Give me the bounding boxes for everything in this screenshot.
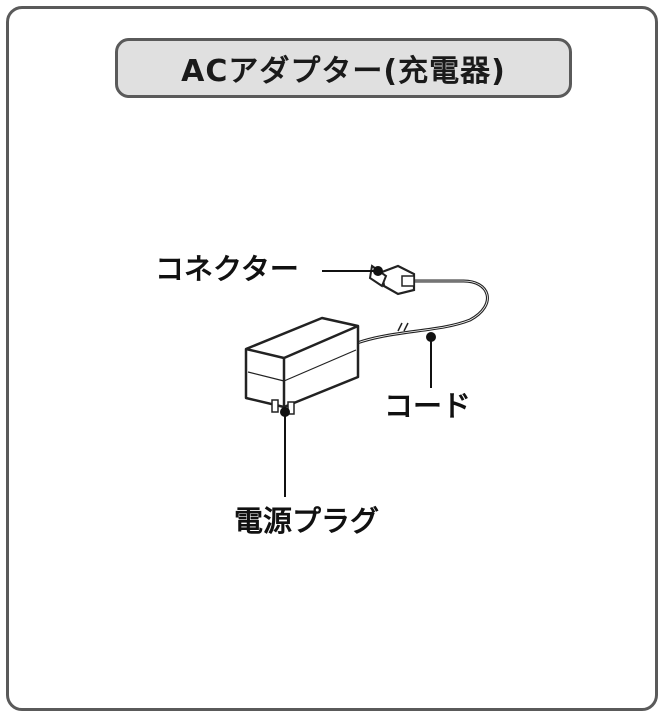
cord-label: コード <box>384 389 472 423</box>
connector-label: コネクター <box>155 252 299 286</box>
adapter-body <box>244 316 360 415</box>
plug-leader-dot <box>280 407 290 417</box>
cord-line-inner <box>356 280 488 344</box>
cord-leader-dot <box>426 332 436 342</box>
connector-leader-dot <box>373 266 383 276</box>
cord-line <box>356 279 489 345</box>
cord-break-mark <box>397 322 409 332</box>
diagram-title: ACアダプター(充電器) <box>115 38 572 98</box>
plug-label: 電源プラグ <box>234 504 380 538</box>
